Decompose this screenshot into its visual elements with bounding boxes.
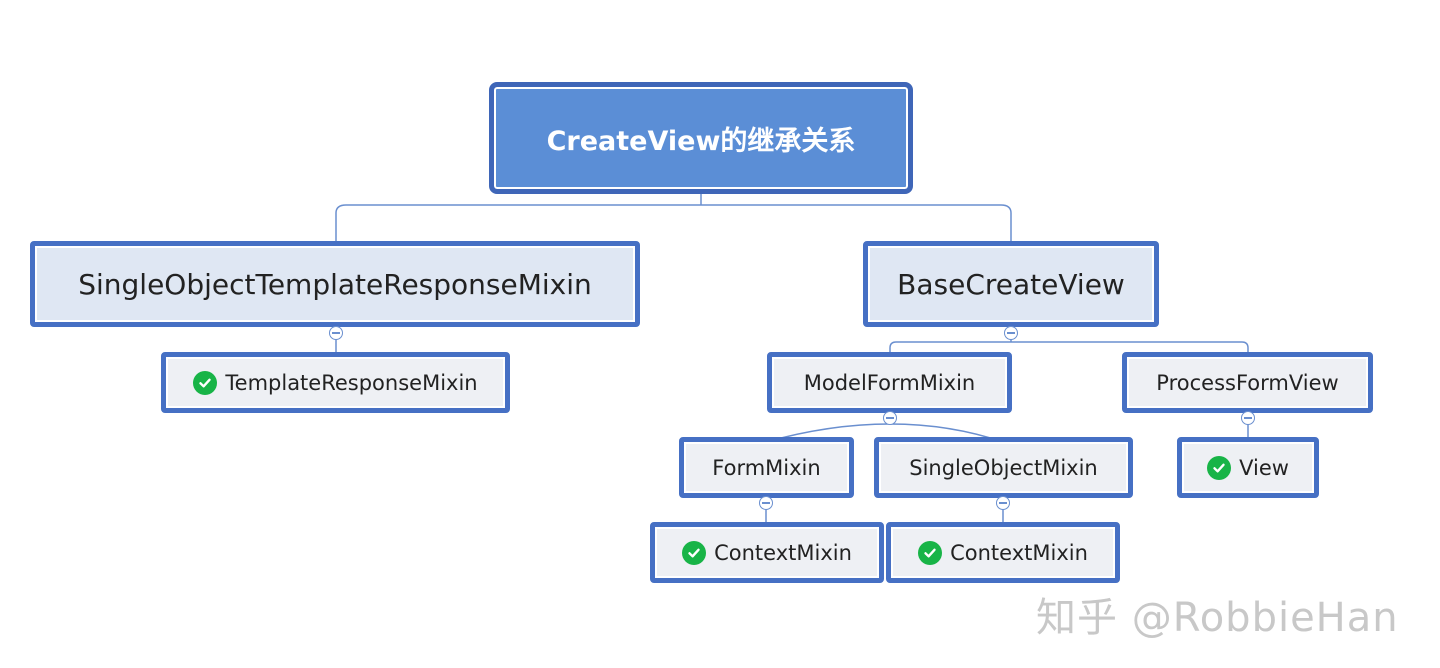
check-circle-icon (1207, 455, 1232, 480)
node-process-form-view[interactable]: ProcessFormView (1122, 352, 1373, 413)
collapse-toggle-icon[interactable] (883, 411, 897, 425)
node-base-create-view[interactable]: BaseCreateView (863, 241, 1159, 327)
connector-root-children (335, 192, 1012, 245)
node-form-mixin[interactable]: FormMixin (679, 437, 854, 498)
node-label: View (1239, 455, 1289, 480)
collapse-toggle-icon[interactable] (759, 496, 773, 510)
watermark: 知乎 @RobbieHan (1036, 595, 1399, 641)
node-label: ContextMixin (950, 540, 1088, 565)
root-label: CreateView的继承关系 (546, 125, 856, 157)
collapse-toggle-icon[interactable] (996, 496, 1010, 510)
collapse-toggle-icon[interactable] (1241, 411, 1255, 425)
check-circle-icon (682, 540, 707, 565)
node-label: ContextMixin (714, 540, 852, 565)
node-label: FormMixin (712, 455, 821, 480)
collapse-toggle-icon[interactable] (329, 326, 343, 340)
root-node[interactable]: CreateView的继承关系 (489, 82, 913, 194)
node-single-object-template-response-mixin[interactable]: SingleObjectTemplateResponseMixin (30, 241, 640, 327)
node-model-form-mixin[interactable]: ModelFormMixin (767, 352, 1012, 413)
node-label: ModelFormMixin (803, 370, 976, 395)
node-template-response-mixin[interactable]: TemplateResponseMixin (161, 352, 510, 413)
check-circle-icon (918, 540, 943, 565)
node-label: ProcessFormView (1156, 370, 1339, 395)
node-context-mixin-single-object[interactable]: ContextMixin (886, 522, 1120, 583)
node-view[interactable]: View (1177, 437, 1319, 498)
node-label: BaseCreateView (897, 267, 1125, 301)
node-label: SingleObjectMixin (909, 455, 1098, 480)
node-label: SingleObjectTemplateResponseMixin (78, 267, 592, 301)
node-context-mixin-form[interactable]: ContextMixin (650, 522, 884, 583)
collapse-toggle-icon[interactable] (1004, 326, 1018, 340)
check-circle-icon (193, 370, 218, 395)
node-label: TemplateResponseMixin (225, 370, 478, 395)
node-single-object-mixin[interactable]: SingleObjectMixin (874, 437, 1133, 498)
